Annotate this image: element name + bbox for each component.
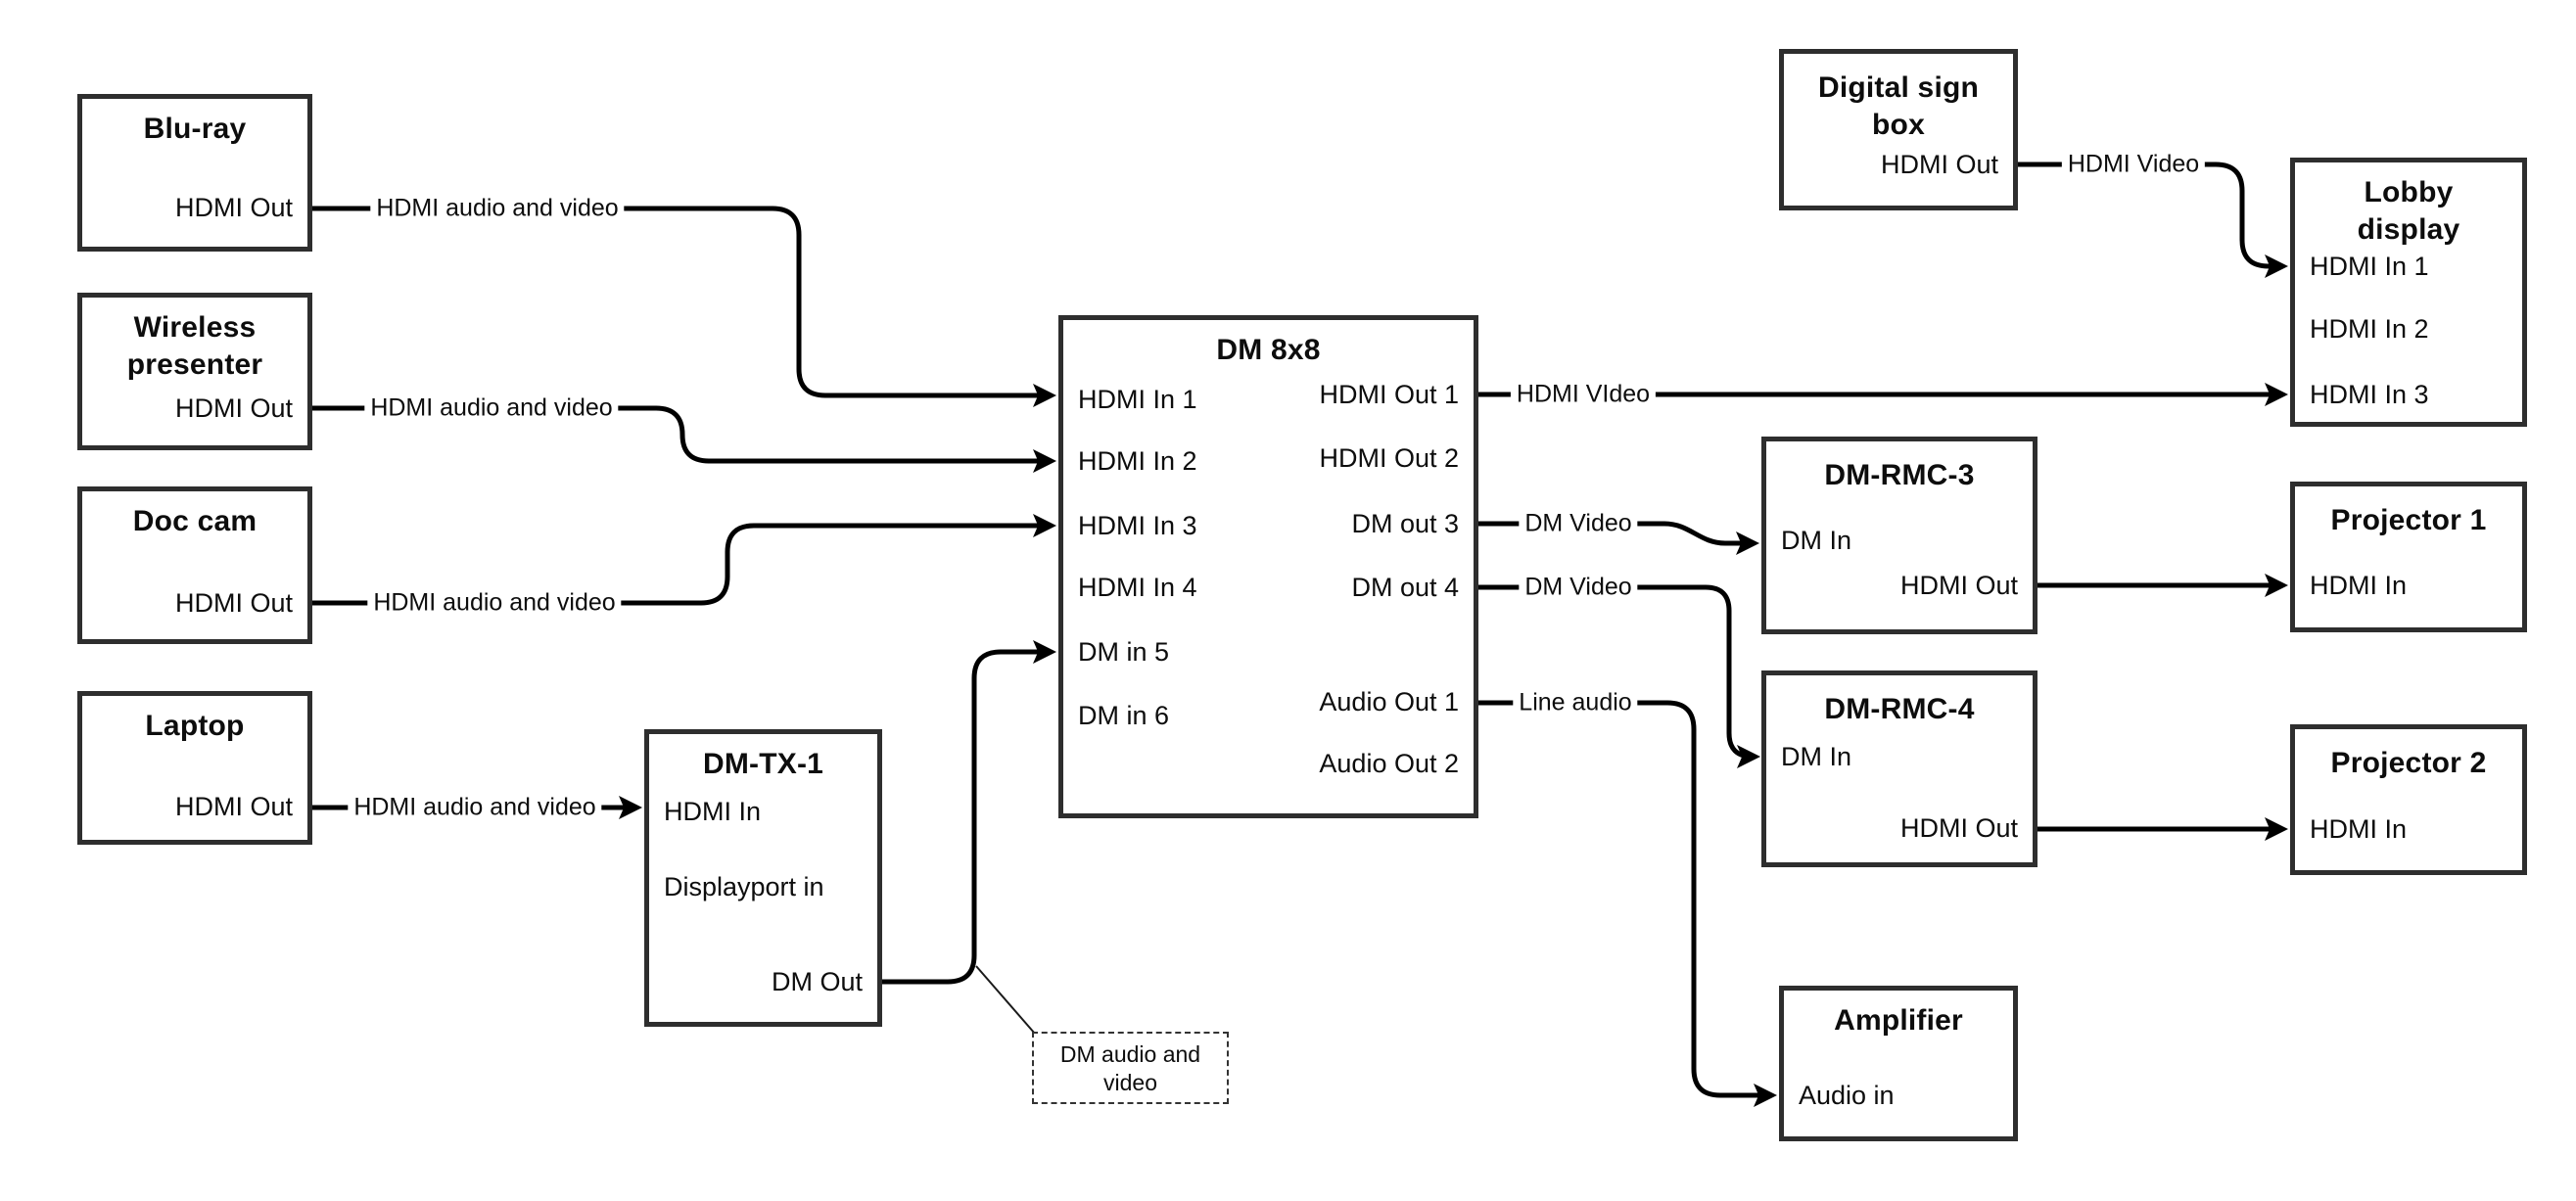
device-projector-1-title: Projector 1 [2330,504,2487,536]
device-amplifier: Amplifier Audio in [1779,986,2018,1141]
wire-label-dm-out4: DM Video [1519,572,1638,603]
port-dm8x8-dm-out-4: DM out 4 [1351,573,1459,602]
device-doc-cam: Doc cam HDMI Out [77,486,312,644]
port-lobby-hdmi-in-2: HDMI In 2 [2310,314,2429,344]
port-dmtx1-hdmi-in: HDMI In [664,797,762,826]
device-laptop: Laptop HDMI Out [77,691,312,845]
device-dm-rmc-3-title: DM-RMC-3 [1824,459,1975,491]
device-laptop-title: Laptop [145,710,245,742]
device-dm-tx-1-title: DM-TX-1 [702,748,824,780]
port-projector2-hdmi-in: HDMI In [2310,814,2408,844]
wire-digitalsign-to-lobby-in1 [2018,162,2288,278]
device-dm-8x8-title: DM 8x8 [1216,334,1321,366]
device-digital-sign-box-title: Digital sign box [1817,71,1980,141]
port-digitalsign-hdmi-out: HDMI Out [1880,150,1998,179]
wire-dm8x8-audio1-to-amplifier [1478,700,1777,1107]
port-doccam-hdmi-out: HDMI Out [174,588,293,618]
device-projector-2: Projector 2 HDMI In [2290,724,2527,875]
device-lobby-display: Lobby display HDMI In 1 HDMI In 2 HDMI I… [2290,158,2527,427]
port-rmc4-dm-in: DM In [1781,742,1852,771]
wire-label-laptop: HDMI audio and video [348,792,602,823]
device-dm-rmc-3: DM-RMC-3 DM In HDMI Out [1761,437,2037,634]
port-dmtx1-displayport-in: Displayport in [664,872,824,901]
wire-label-wireless: HDMI audio and video [364,393,619,424]
port-lobby-hdmi-in-1: HDMI In 1 [2310,252,2429,281]
device-dm-8x8: DM 8x8 HDMI In 1 HDMI In 2 HDMI In 3 HDM… [1058,315,1478,818]
device-dm-tx-1: DM-TX-1 HDMI In Displayport in DM Out [644,729,882,1027]
wire-label-doccam: HDMI audio and video [367,587,622,619]
port-dm8x8-audio-out-2: Audio Out 2 [1319,749,1459,778]
wire-dmtx1-to-dm8x8-in5 [882,640,1056,985]
wire-label-bluray: HDMI audio and video [370,193,625,224]
port-rmc3-hdmi-out: HDMI Out [1899,571,2018,600]
device-amplifier-title: Amplifier [1834,1004,1963,1037]
wire-label-dm-out3: DM Video [1519,508,1638,539]
port-bluray-hdmi-out: HDMI Out [174,193,293,222]
device-bluray-title: Blu-ray [143,113,247,145]
wire-label-audio-out1: Line audio [1513,687,1638,718]
port-dm8x8-hdmi-out-1: HDMI Out 1 [1319,380,1459,409]
wire-doccam-to-dm8x8-in3 [312,514,1056,606]
device-wireless-presenter: Wireless presenter HDMI Out [77,293,312,450]
port-rmc3-dm-in: DM In [1781,526,1852,555]
port-dm8x8-audio-out-1: Audio Out 1 [1319,687,1459,716]
port-dm8x8-hdmi-in-3: HDMI In 3 [1078,511,1197,540]
annotation-note: DM audio and video [1032,1032,1229,1104]
port-dm8x8-dm-out-3: DM out 3 [1351,509,1459,538]
device-dm-rmc-4-title: DM-RMC-4 [1824,693,1975,725]
port-dm8x8-hdmi-out-2: HDMI Out 2 [1319,443,1459,473]
port-dmtx1-dm-out: DM Out [771,967,863,996]
device-digital-sign-box: Digital sign box HDMI Out [1779,49,2018,210]
wire-dm8x8-out3-to-rmc3 [1478,521,1759,555]
device-lobby-display-title: Lobby display [2357,176,2460,246]
device-dm-rmc-4: DM-RMC-4 DM In HDMI Out [1761,670,2037,867]
device-doc-cam-title: Doc cam [132,505,258,537]
wire-bluray-to-dm8x8-in1 [312,206,1056,407]
wire-label-hdmi-out1: HDMI VIdeo [1510,379,1657,410]
port-dm8x8-dm-in-6: DM in 6 [1078,701,1170,730]
wire-label-digitalsign: HDMI Video [2061,149,2206,180]
device-projector-1: Projector 1 HDMI In [2290,482,2527,632]
port-dm8x8-hdmi-in-1: HDMI In 1 [1078,385,1197,414]
port-dm8x8-dm-in-5: DM in 5 [1078,637,1170,667]
annotation-leader-line [975,965,1036,1035]
port-rmc4-hdmi-out: HDMI Out [1899,813,2018,843]
port-dm8x8-hdmi-in-2: HDMI In 2 [1078,446,1197,476]
wire-wireless-to-dm8x8-in2 [312,405,1056,473]
port-amplifier-audio-in: Audio in [1799,1081,1895,1110]
port-dm8x8-hdmi-in-4: HDMI In 4 [1078,573,1197,602]
device-bluray: Blu-ray HDMI Out [77,94,312,252]
device-wireless-presenter-title: Wireless presenter [126,311,263,381]
port-wireless-hdmi-out: HDMI Out [174,393,293,423]
port-lobby-hdmi-in-3: HDMI In 3 [2310,380,2429,409]
port-projector1-hdmi-in: HDMI In [2310,571,2408,600]
device-projector-2-title: Projector 2 [2330,747,2487,779]
port-laptop-hdmi-out: HDMI Out [174,792,293,821]
wire-dm8x8-out4-to-rmc4 [1478,584,1760,768]
